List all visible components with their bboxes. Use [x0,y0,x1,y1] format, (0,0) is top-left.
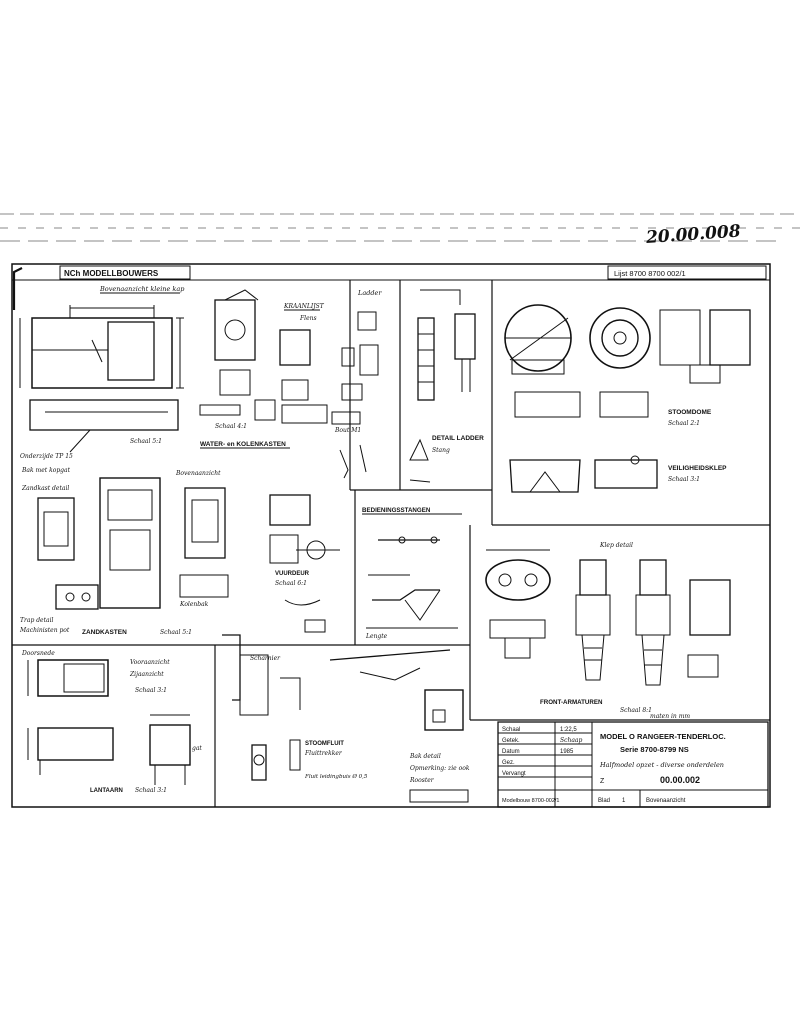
svg-text:VUURDEUR: VUURDEUR [275,571,310,577]
section-front-armaturen: FRONT-ARMATUREN Schaal 8:1 maten in mm K… [485,542,731,720]
svg-text:DETAIL LADDER: DETAIL LADDER [432,435,484,442]
tb-bottom-ref-1: Bovenaanzicht [646,798,686,804]
section-fittings: KRAANLIJST Flens Schaal 4:1 WATER- en KO… [199,289,367,479]
section-lantaarn: Doorsnede Vooraanzicht Zijaanzicht Schaa… [21,650,202,794]
svg-text:Onderzijde TP 15: Onderzijde TP 15 [20,453,73,460]
tb-blad-value: 1 [622,798,626,804]
svg-text:Schaal 3:1: Schaal 3:1 [668,476,700,483]
title-block: Schaal 1:22,5 Getek. Schaap Datum 1985 G… [497,721,769,808]
section-ladder: Ladder DETAIL LADDER Stang [357,289,484,483]
svg-text:Bak met kopgat: Bak met kopgat [21,467,71,474]
tb-datum-value: 1985 [560,749,574,755]
tb-gez-label: Gez. [502,760,515,766]
svg-text:Bak detail: Bak detail [409,753,441,760]
drawing-border [11,263,771,808]
section-stoomfluit: Scharnier STOOMFLUIT Fluittrekker Fluit … [222,634,470,803]
margin-hook-mark [12,267,23,310]
svg-text:Stang: Stang [432,447,450,454]
svg-text:BEDIENINGSSTANGEN: BEDIENINGSSTANGEN [362,507,431,514]
svg-text:Fluittrekker: Fluittrekker [304,750,343,757]
svg-text:WATER- en KOLENKASTEN: WATER- en KOLENKASTEN [200,441,286,448]
svg-text:VEILIGHEIDSKLEP: VEILIGHEIDSKLEP [668,465,727,472]
svg-text:Zijaanzicht: Zijaanzicht [129,671,164,678]
svg-text:Flens: Flens [299,315,317,322]
tb-datum-label: Datum [502,749,520,755]
svg-text:Schaal 5:1: Schaal 5:1 [160,629,192,636]
section-bedieningsstangen: BEDIENINGSSTANGEN Lengte [362,507,462,640]
svg-text:Bout M1: Bout M1 [334,427,361,434]
svg-text:ZANDKASTEN: ZANDKASTEN [82,629,127,636]
svg-text:Fluit leidingbuis Ø 0,5: Fluit leidingbuis Ø 0,5 [304,773,368,780]
handwritten-drawing-number: 20.00.008 [644,221,741,248]
svg-text:Schaal 5:1: Schaal 5:1 [130,438,162,445]
svg-text:Rooster: Rooster [409,777,435,784]
tb-schaal-value: 1:22,5 [560,727,577,733]
svg-text:Schaal 2:1: Schaal 2:1 [668,420,700,427]
svg-text:Doorsnede: Doorsnede [21,650,55,657]
svg-text:gat: gat [192,745,202,752]
svg-text:Vooraanzicht: Vooraanzicht [130,659,170,666]
header-left-box [59,265,191,280]
svg-text:maten in mm: maten in mm [650,713,690,720]
svg-text:Bovenaanzicht kleine kap: Bovenaanzicht kleine kap [99,285,185,293]
header-right-box [607,265,767,280]
section-zandkasten: Zandkast detail Trap detail Machinisten … [19,470,340,636]
svg-text:Schaal 6:1: Schaal 6:1 [275,580,307,587]
svg-text:Kolenbak: Kolenbak [179,601,209,608]
tb-vervangt-label: Vervangt [502,771,526,777]
svg-text:STOOMFLUIT: STOOMFLUIT [305,741,344,747]
header-right-ref: Lijst 8700 8700 002/1 [614,269,686,278]
svg-text:Schaal 8:1: Schaal 8:1 [620,707,652,714]
scan-artifact-lines [0,213,800,242]
tb-drawing-prefix: Z [600,778,605,785]
svg-text:FRONT-ARMATUREN: FRONT-ARMATUREN [540,699,603,706]
tb-model-title-1: MODEL O RANGEER-TENDERLOC. [600,732,726,741]
svg-text:Zandkast detail: Zandkast detail [21,485,69,492]
tb-model-title-2: Serie 8700-8799 NS [620,745,689,754]
svg-text:STOOMDOME: STOOMDOME [668,409,712,416]
svg-text:Schaal 3:1: Schaal 3:1 [135,687,167,694]
tb-schaal-label: Schaal [502,727,520,733]
svg-text:KRAANLIJST: KRAANLIJST [283,303,325,310]
section-stoomdome: STOOMDOME Schaal 2:1 VEILIGHEIDSKLEP Sch… [504,304,751,493]
tb-drawing-number: 00.00.002 [660,775,700,785]
svg-text:Machinisten pot: Machinisten pot [19,627,70,634]
tb-bottom-ref-2: Modelbouw 8700-002/1 [502,798,560,804]
svg-text:Bovenaanzicht: Bovenaanzicht [175,470,221,477]
header-left-title: NCh MODELLBOUWERS [64,269,159,278]
tb-subtitle: Halfmodel opzet - diverse onderdelen [599,761,724,769]
svg-text:Schaal 3:1: Schaal 3:1 [135,787,167,794]
svg-text:Ladder: Ladder [357,289,382,297]
svg-text:Opmerking: zie ook: Opmerking: zie ook [410,765,470,772]
svg-text:Lengte: Lengte [365,633,388,640]
svg-text:Trap detail: Trap detail [20,617,53,624]
svg-text:LANTAARN: LANTAARN [90,788,123,794]
tb-blad-label: Blad [598,798,610,804]
section-dividers [12,280,770,807]
svg-text:Schaal 4:1: Schaal 4:1 [215,423,247,430]
tb-getek-value: Schaap [560,737,582,744]
svg-text:Klep detail: Klep detail [599,542,633,549]
svg-text:Scharnier: Scharnier [250,655,281,662]
tb-getek-label: Getek. [502,738,520,744]
section-kolenbak: Bovenaanzicht kleine kap Onderzijde TP 1… [19,285,185,474]
